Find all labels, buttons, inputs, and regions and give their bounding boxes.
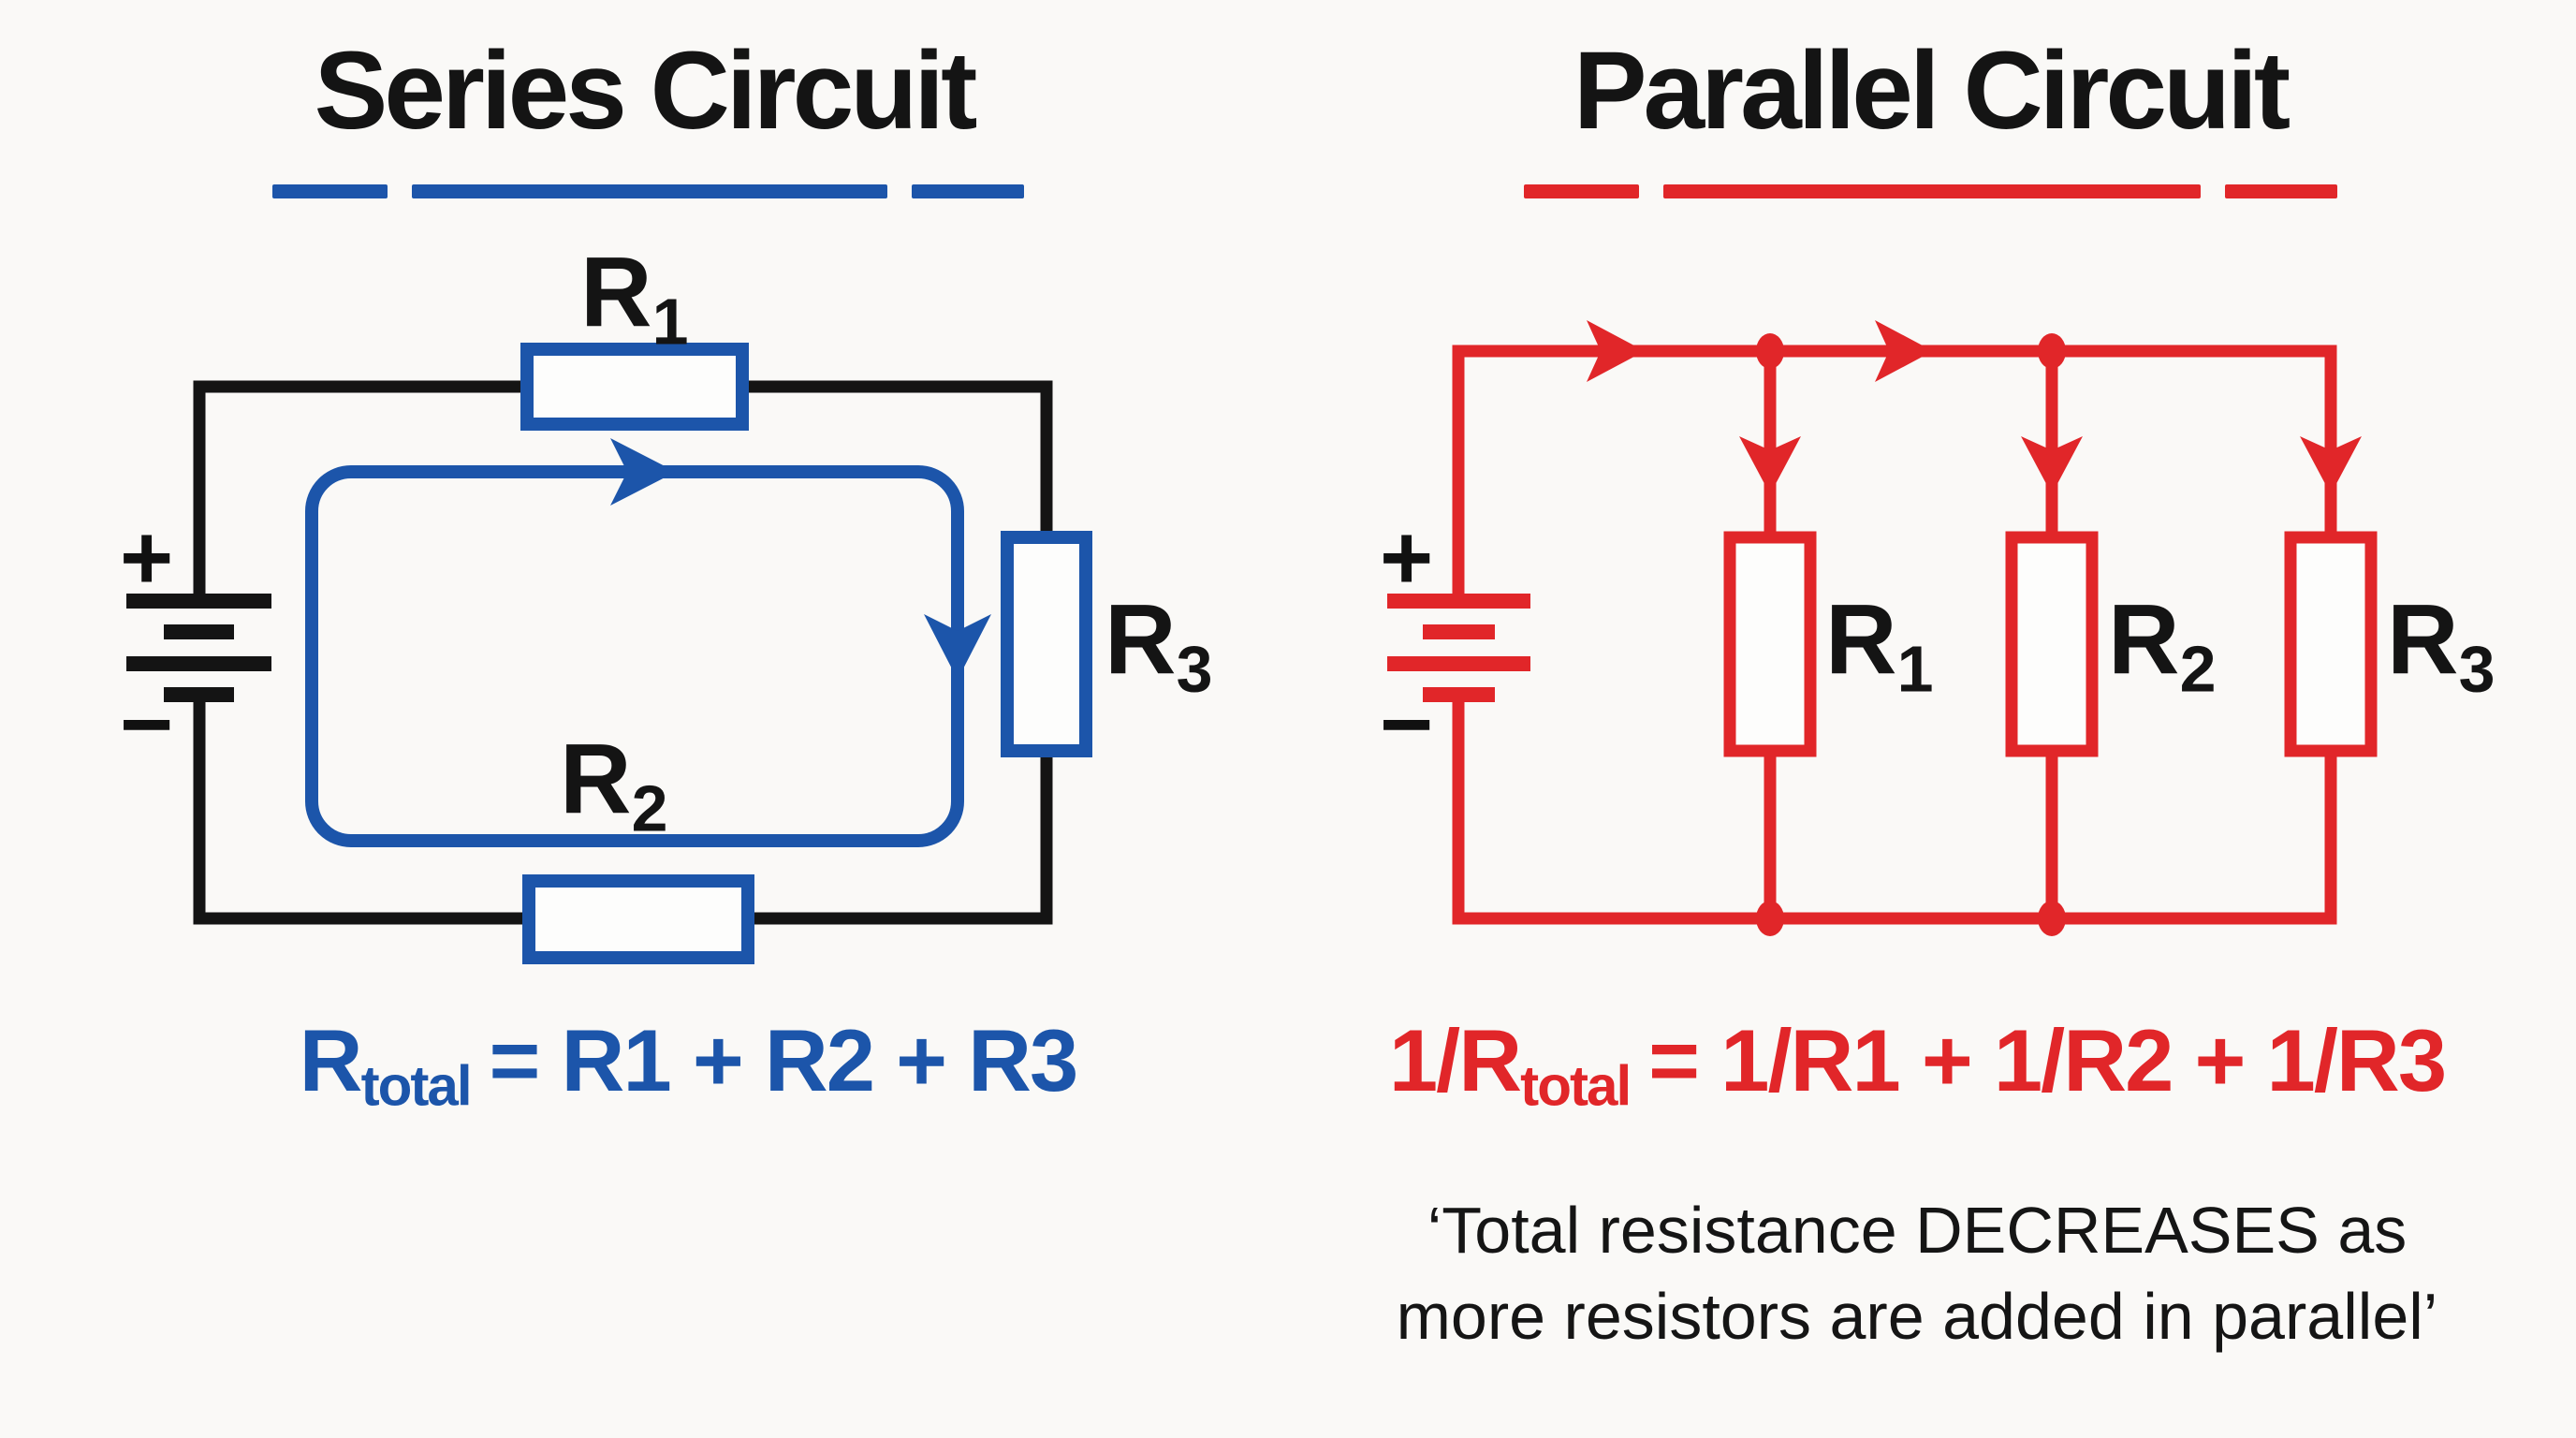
series-title: Series Circuit — [314, 29, 978, 153]
series-resistor-r3-body — [1001, 531, 1092, 757]
current-arrow-down-icon — [2300, 436, 2362, 494]
series-resistor-label-r3: R3 — [1105, 590, 1213, 706]
resistor-label-subscript: 1 — [1896, 632, 1934, 706]
title-underline-segment — [272, 184, 388, 198]
resistor-label-base: R — [580, 237, 652, 347]
parallel-resistor-r2-body — [2005, 531, 2099, 757]
resistor-label-subscript: 2 — [2179, 632, 2217, 706]
series-resistor-label-r1: R1 — [580, 242, 689, 359]
parallel-resistor-label-r3: R3 — [2387, 590, 2496, 706]
parallel-battery-icon — [1387, 594, 1530, 702]
series-formula: Rtotal= R1 + R2 + R3 — [80, 1017, 1296, 1115]
current-arrow-down-icon — [924, 614, 991, 680]
parallel-circuit-drawing — [1387, 320, 2378, 936]
formula-base: R — [299, 1011, 363, 1109]
series-resistor-r2-body — [522, 874, 754, 964]
parallel-title-underline — [1524, 184, 2337, 198]
series-battery-minus-label: − — [120, 672, 174, 775]
series-battery-icon — [126, 594, 271, 702]
current-arrow-down-icon — [2021, 436, 2083, 494]
current-arrow-right-icon — [610, 438, 676, 506]
series-battery-plus-label: + — [120, 506, 174, 609]
resistor-label-base: R — [2108, 584, 2180, 695]
parallel-battery-minus-label: − — [1380, 672, 1434, 775]
formula-subscript: total — [360, 1054, 473, 1118]
resistor-label-base: R — [2387, 584, 2459, 695]
title-underline-segment — [912, 184, 1024, 198]
resistor-label-subscript: 1 — [651, 285, 689, 359]
resistor-label-subscript: 2 — [631, 771, 668, 845]
parallel-battery-plus-label: + — [1380, 506, 1434, 609]
parallel-resistor-r1-body — [1723, 531, 1817, 757]
formula-base: 1/R — [1388, 1011, 1522, 1109]
series-resistor-label-r2: R2 — [560, 729, 668, 845]
resistor-label-base: R — [560, 724, 632, 834]
series-title-underline — [272, 184, 1024, 198]
parallel-title: Parallel Circuit — [1573, 29, 2291, 153]
note-line-1: ‘Total resistance DECREASES as — [1427, 1194, 2408, 1267]
note-line-2: more resistors are added in parallel’ — [1396, 1280, 2438, 1354]
current-arrow-down-icon — [1739, 436, 1801, 494]
parallel-note: ‘Total resistance DECREASES as more resi… — [1309, 1187, 2525, 1360]
current-arrow-right-icon — [1587, 320, 1645, 382]
formula-subscript: total — [1520, 1054, 1632, 1118]
title-underline-segment — [2225, 184, 2337, 198]
parallel-resistor-r3-body — [2284, 531, 2378, 757]
parallel-formula: 1/Rtotal= 1/R1 + 1/R2 + 1/R3 — [1309, 1017, 2525, 1115]
resistor-label-subscript: 3 — [2458, 632, 2496, 706]
resistor-label-base: R — [1105, 584, 1177, 695]
series-resistor-r1-body — [520, 343, 749, 431]
formula-rest: = R1 + R2 + R3 — [489, 1011, 1079, 1109]
junction-dot — [1756, 333, 1784, 369]
current-arrow-right-icon — [1875, 320, 1933, 382]
parallel-resistor-label-r2: R2 — [2108, 590, 2217, 706]
title-underline-segment — [1524, 184, 1639, 198]
series-circuit-drawing — [126, 343, 1092, 964]
formula-rest: = 1/R1 + 1/R2 + 1/R3 — [1648, 1011, 2447, 1109]
junction-dot — [2038, 333, 2066, 369]
junction-dot — [1756, 901, 1784, 936]
junction-dot — [2038, 901, 2066, 936]
resistor-label-base: R — [1825, 584, 1897, 695]
title-underline-segment — [412, 184, 887, 198]
parallel-resistor-label-r1: R1 — [1825, 590, 1934, 706]
resistor-label-subscript: 3 — [1176, 632, 1213, 706]
title-underline-segment — [1663, 184, 2201, 198]
